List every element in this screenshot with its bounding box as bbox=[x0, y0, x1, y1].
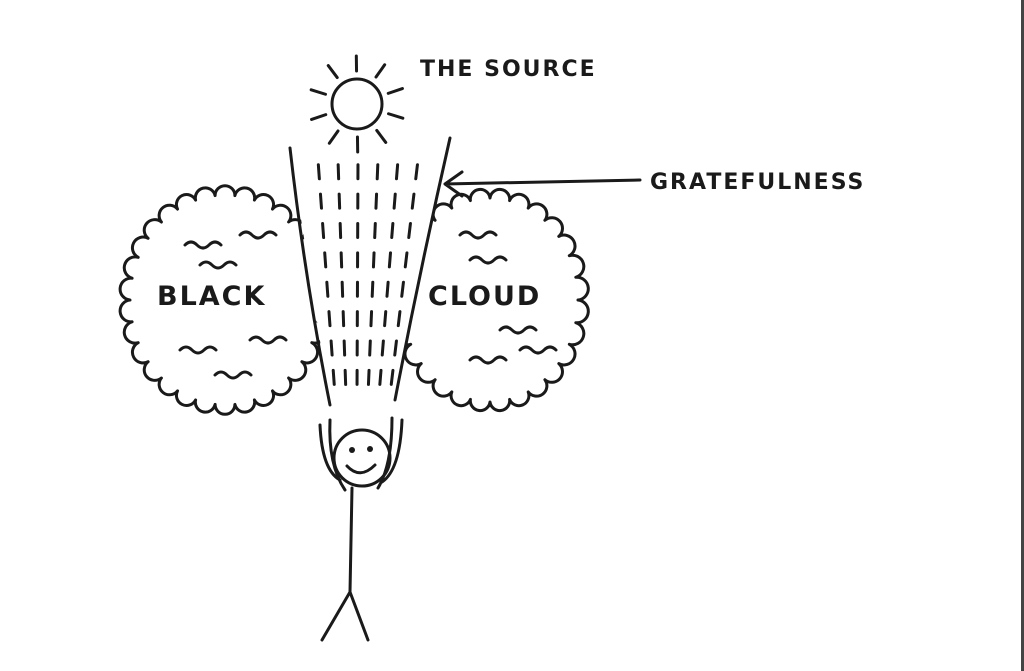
squiggle bbox=[518, 345, 558, 355]
beam-dash bbox=[407, 221, 412, 240]
beam-dash bbox=[390, 221, 395, 240]
beam-dash bbox=[318, 192, 323, 210]
squiggle bbox=[213, 370, 253, 380]
beam-dash bbox=[393, 339, 398, 357]
sun-ray bbox=[326, 64, 339, 80]
beam-dash bbox=[374, 192, 379, 210]
label-cloud: CLOUD bbox=[428, 281, 541, 312]
beam-dash bbox=[316, 163, 321, 181]
beam-dash bbox=[373, 221, 377, 240]
beam-dash bbox=[400, 280, 405, 298]
beam-dash bbox=[410, 192, 416, 210]
beam-dash bbox=[331, 368, 336, 386]
beam-dash bbox=[323, 251, 328, 269]
sun-icon bbox=[309, 54, 405, 154]
squiggle bbox=[468, 255, 508, 265]
label-the-source: THE SOURCE bbox=[420, 57, 597, 82]
squiggle bbox=[178, 345, 218, 355]
sun-ray bbox=[327, 129, 340, 145]
beam-dash bbox=[394, 163, 400, 181]
squiggle bbox=[458, 230, 498, 240]
squiggle bbox=[183, 240, 223, 250]
squiggle bbox=[198, 260, 238, 270]
squiggle bbox=[498, 325, 538, 335]
beam-dash bbox=[368, 339, 372, 357]
beam-dash bbox=[375, 163, 380, 181]
stick-figure bbox=[318, 416, 404, 642]
beam-dash bbox=[387, 251, 392, 269]
beam-dash bbox=[366, 368, 371, 386]
label-black: BLACK bbox=[157, 281, 266, 312]
label-gratefulness: GRATEFULNESS bbox=[650, 170, 865, 195]
image-edge bbox=[1021, 0, 1024, 671]
sun-ray bbox=[309, 88, 327, 96]
squiggle bbox=[468, 355, 508, 365]
sun-ray bbox=[375, 128, 388, 144]
beam-dash bbox=[392, 192, 397, 210]
beam-dash bbox=[383, 310, 388, 328]
beam-dash bbox=[327, 310, 332, 328]
sun-ray bbox=[386, 87, 404, 95]
beam-dash bbox=[380, 339, 385, 357]
beam-dash bbox=[389, 368, 395, 386]
sun-ray bbox=[310, 113, 328, 121]
gratefulness-arrow bbox=[443, 170, 642, 198]
beam-dash bbox=[385, 280, 390, 298]
sun-ray bbox=[387, 112, 405, 120]
squiggle bbox=[238, 230, 278, 240]
beam-dash bbox=[414, 163, 419, 181]
beam-dashes bbox=[316, 163, 419, 386]
beam-dash bbox=[371, 251, 376, 269]
beam-dash bbox=[329, 339, 334, 357]
black-cloud-left bbox=[118, 184, 332, 416]
beam-dash bbox=[378, 368, 383, 386]
beam-dash bbox=[370, 280, 375, 298]
squiggle bbox=[248, 335, 288, 345]
beam-dash bbox=[403, 251, 409, 269]
beam-dash bbox=[321, 221, 326, 240]
beam-dash bbox=[325, 280, 330, 298]
light-beam bbox=[288, 136, 452, 407]
cloud-squiggles bbox=[178, 230, 558, 380]
beam-dash bbox=[396, 310, 402, 328]
beam-dash bbox=[369, 310, 374, 328]
sun-ray bbox=[374, 63, 387, 79]
